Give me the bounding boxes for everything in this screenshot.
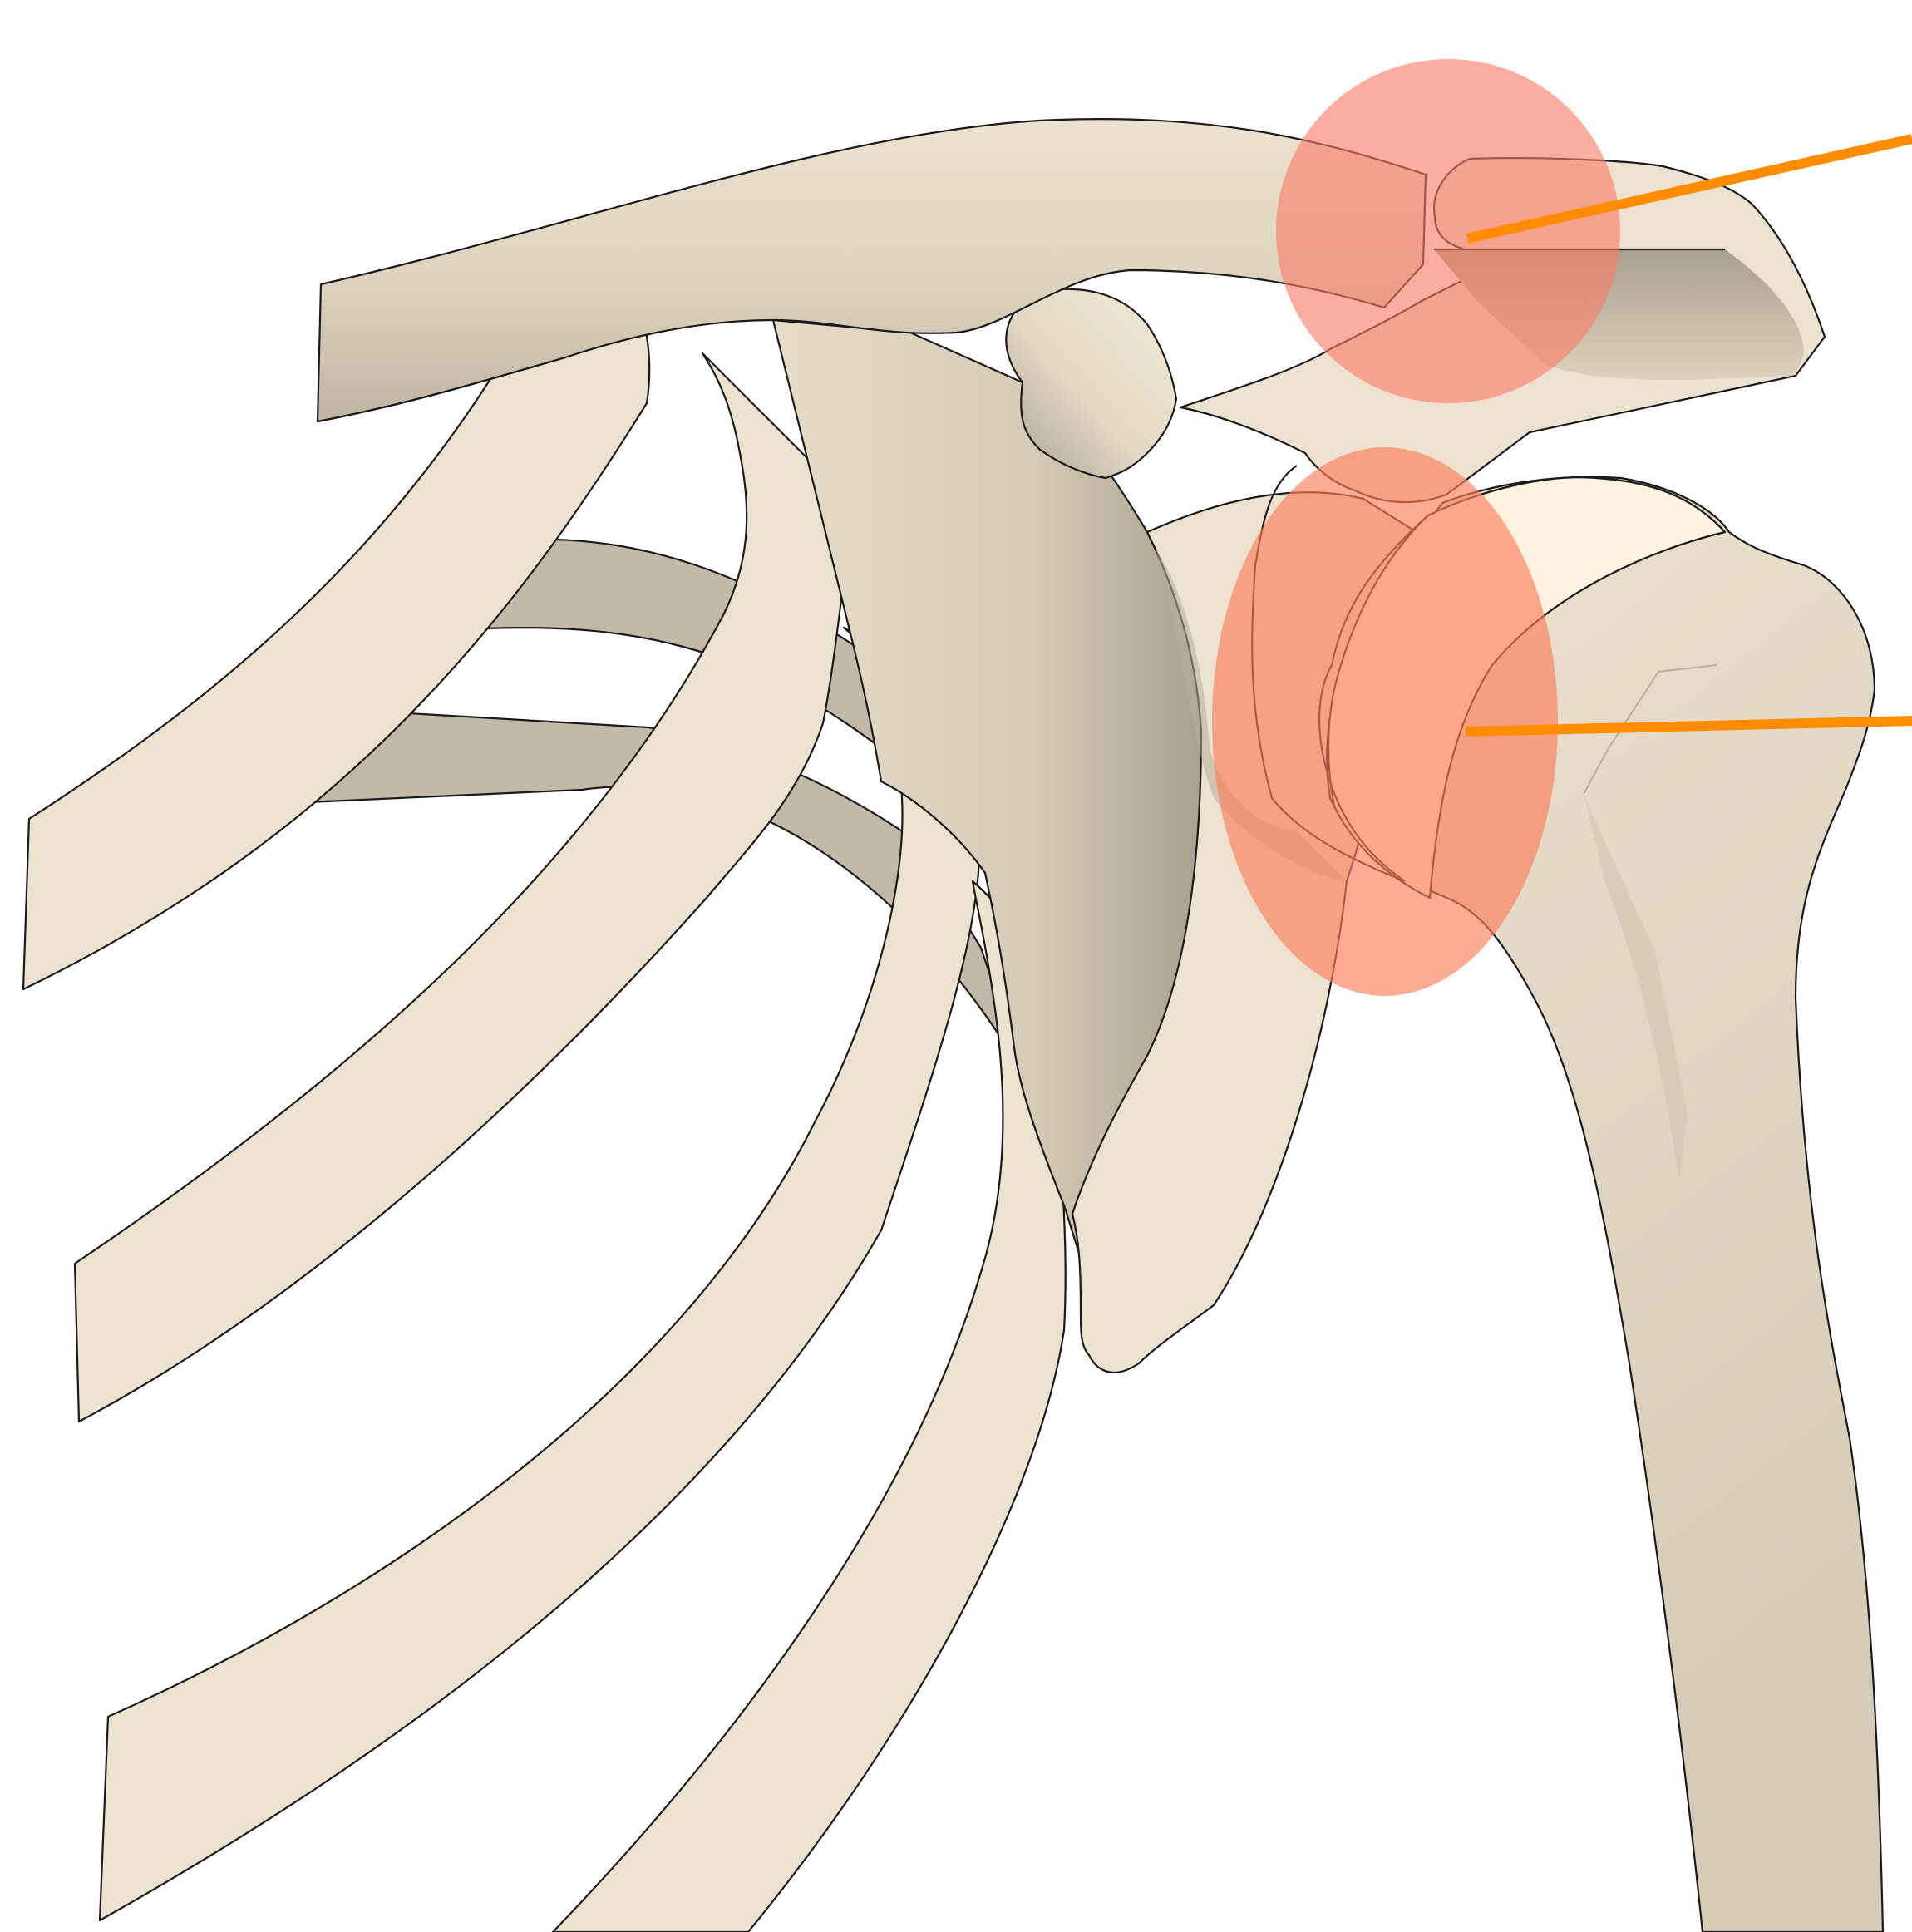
highlight-acromioclavicular-joint bbox=[1276, 59, 1620, 403]
highlight-glenohumeral-joint bbox=[1212, 447, 1558, 996]
